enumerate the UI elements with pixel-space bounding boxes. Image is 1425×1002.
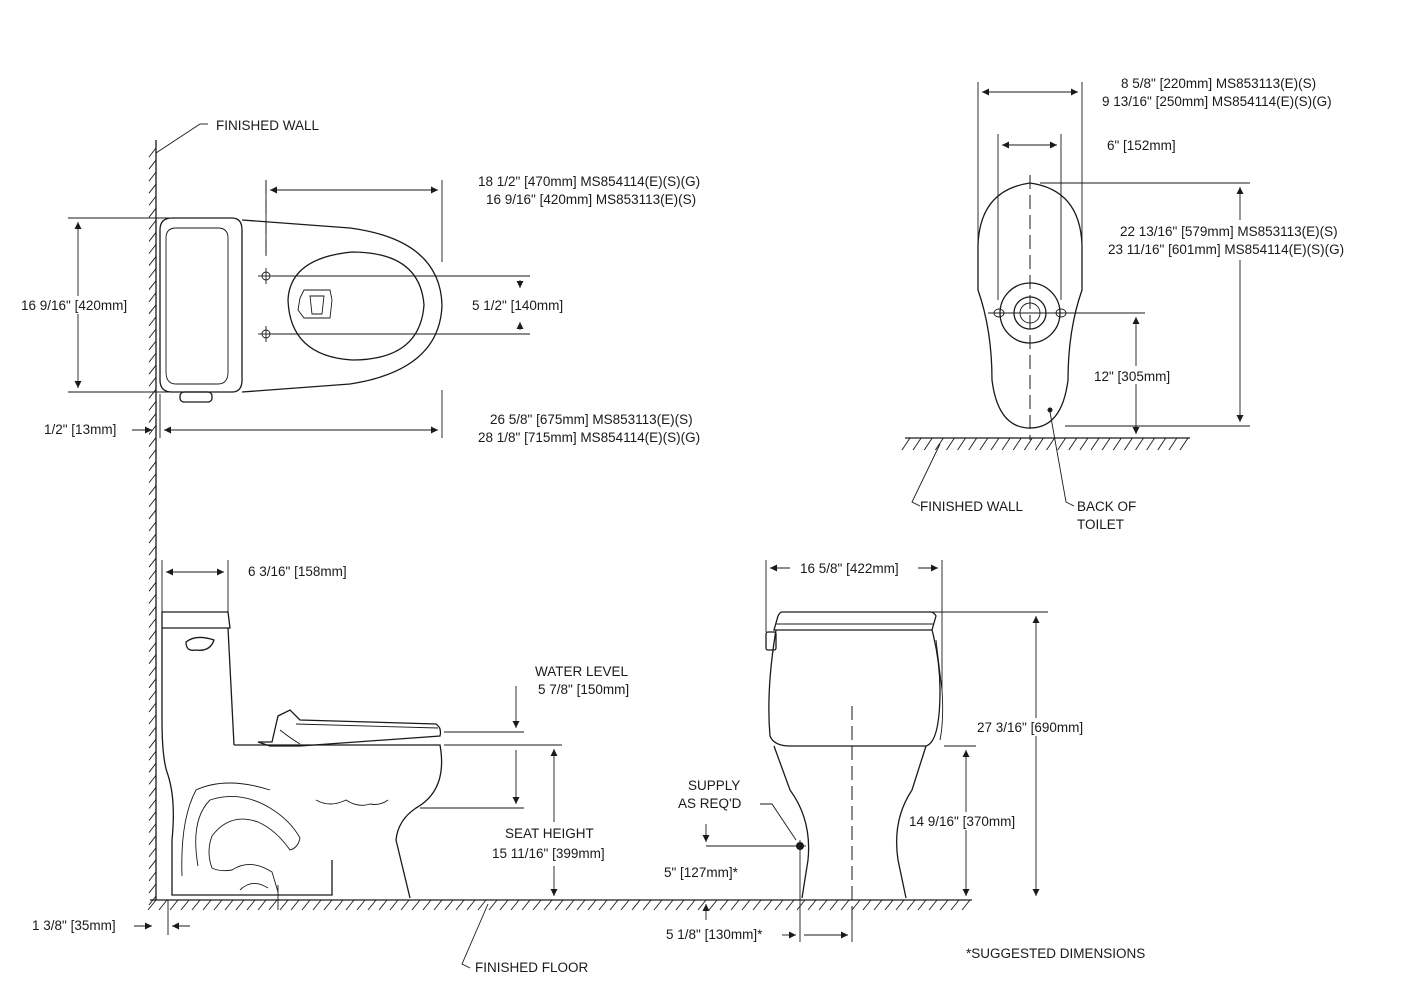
front-supply-height-label: 5" [127mm]* <box>664 865 739 880</box>
front-supply-offset-label: 5 1/8" [130mm]* <box>666 927 763 942</box>
top-finished-wall-label: FINISHED WALL <box>216 118 320 133</box>
plan-depth-a-label: 22 13/16" [579mm] MS853113(E)(S) <box>1120 224 1338 239</box>
side-tank-depth-label: 6 3/16" [158mm] <box>248 564 347 579</box>
front-supply-label-2: AS REQ'D <box>678 796 742 811</box>
left-wall <box>148 140 157 906</box>
floor-plan-view: 8 5/8" [220mm] MS853113(E)(S) 9 13/16" [… <box>901 76 1376 532</box>
front-supply-label-1: SUPPLY <box>688 778 740 793</box>
top-bolt-spacing-label: 5 1/2" [140mm] <box>472 298 563 313</box>
plan-width-b-label: 9 13/16" [250mm] MS854114(E)(S)(G) <box>1102 94 1332 109</box>
side-seat-height-label-1: SEAT HEIGHT <box>505 826 594 841</box>
top-wall-gap-label: 1/2" [13mm] <box>44 422 116 437</box>
side-base-offset-label: 1 3/8" [35mm] <box>32 918 116 933</box>
top-length-a-label: 18 1/2" [470mm] MS854114(E)(S)(G) <box>478 174 700 189</box>
front-overall-height-label: 27 3/16" [690mm] <box>977 720 1083 735</box>
plan-back-of-toilet-label-1: BACK OF <box>1077 499 1136 514</box>
top-overall-b-label: 28 1/8" [715mm] MS854114(E)(S)(G) <box>478 430 700 445</box>
top-overall-a-label: 26 5/8" [675mm] MS853113(E)(S) <box>490 412 693 427</box>
side-water-level-label-2: 5 7/8" [150mm] <box>538 682 629 697</box>
footnote-suggested-dimensions: *SUGGESTED DIMENSIONS <box>966 946 1145 961</box>
top-length-b-label: 16 9/16" [420mm] MS853113(E)(S) <box>486 192 696 207</box>
plan-finished-wall-label: FINISHED WALL <box>920 499 1024 514</box>
plan-width-a-label: 8 5/8" [220mm] MS853113(E)(S) <box>1121 76 1316 91</box>
front-view: SUPPLY AS REQ'D 5" [127mm]* 5 1/8" [130m… <box>664 560 1096 942</box>
plan-inner-width-label: 6" [152mm] <box>1107 138 1176 153</box>
plan-rough-in-label: 12" [305mm] <box>1094 369 1170 384</box>
top-view: FINISHED WALL 18 1/2" [470mm] MS854114(E… <box>18 118 700 445</box>
front-bowl-height-label: 14 9/16" [370mm] <box>909 814 1015 829</box>
side-finished-floor-label: FINISHED FLOOR <box>475 960 589 975</box>
plan-depth-b-label: 23 11/16" [601mm] MS854114(E)(S)(G) <box>1108 242 1344 257</box>
front-tank-width-label: 16 5/8" [422mm] <box>800 561 899 576</box>
side-seat-height-label-2: 15 11/16" [399mm] <box>492 846 605 861</box>
side-view: 6 3/16" [158mm] WATER LEVEL 5 7/8" [150m… <box>32 560 629 975</box>
floor-line <box>147 899 972 911</box>
top-width-label: 16 9/16" [420mm] <box>21 298 127 313</box>
plan-back-of-toilet-label-2: TOILET <box>1077 517 1124 532</box>
side-water-level-label-1: WATER LEVEL <box>535 664 629 679</box>
